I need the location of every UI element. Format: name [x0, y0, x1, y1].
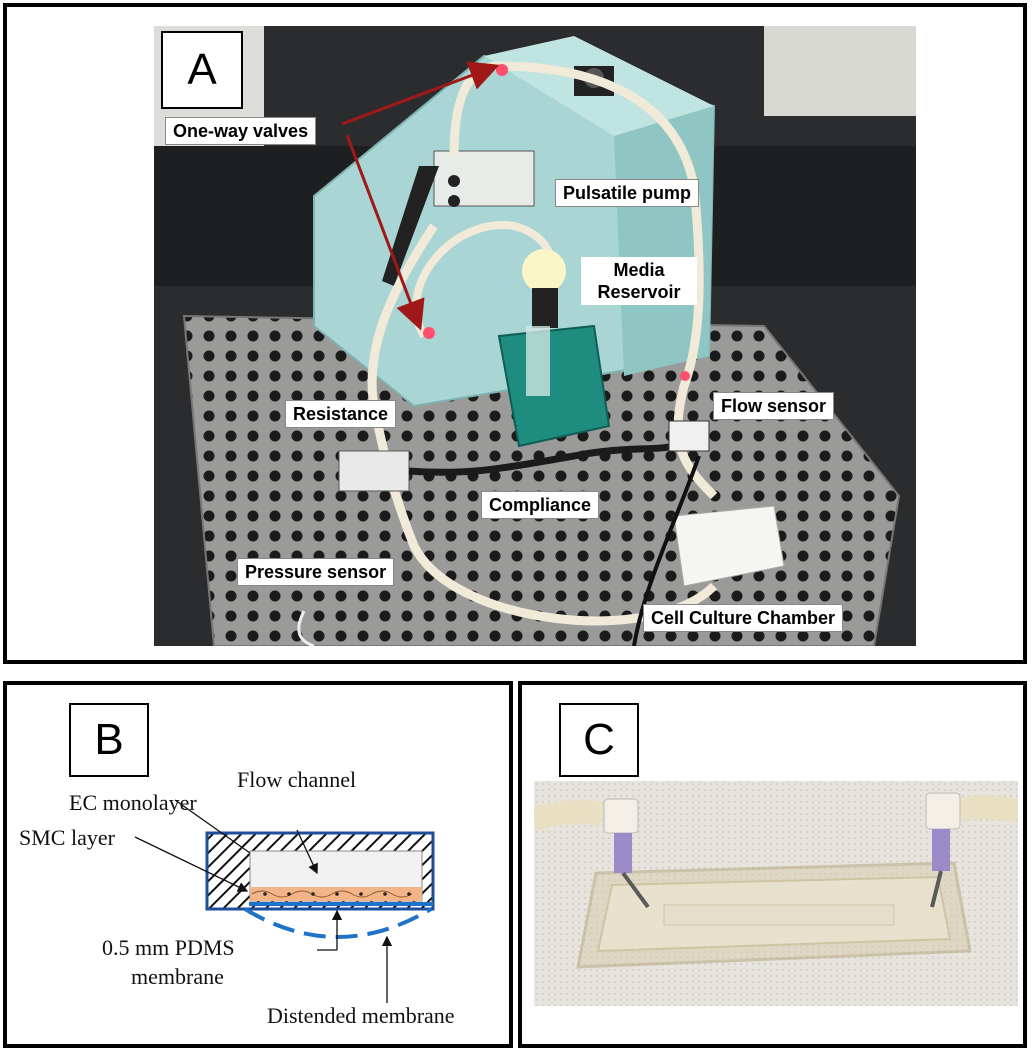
distended-membrane-curve: [243, 907, 433, 939]
label-pulsatile-pump: Pulsatile pump: [555, 179, 700, 207]
label-resistance: Resistance: [285, 400, 397, 428]
panel-b-letter: B: [69, 703, 149, 777]
panel-c: C: [518, 681, 1027, 1048]
panel-c-letter: C: [559, 703, 639, 777]
label-media-reservoir-line1: Media: [613, 260, 665, 280]
label-one-way-valves: One-way valves: [165, 117, 317, 145]
label-pdms-membrane-line1: 0.5 mm PDMS: [102, 935, 235, 960]
label-compliance: Compliance: [481, 491, 600, 519]
panel-b: B Fl: [3, 681, 513, 1048]
panel-a: A One-way valves Pulsatile pump Media Re…: [3, 3, 1027, 664]
label-media-reservoir-line2: Reservoir: [597, 282, 681, 302]
label-media-reservoir: Media Reservoir: [581, 257, 697, 305]
arrow-lower-valve: [345, 134, 425, 331]
label-distended-membrane: Distended membrane: [267, 1003, 455, 1028]
chamber-cross-section-diagram: [134, 799, 435, 1003]
cell-culture-chamber-photo: [534, 781, 1018, 1006]
arrow-upper-valve: [341, 61, 500, 126]
cell-nuclei: [263, 892, 411, 896]
label-flow-sensor: Flow sensor: [713, 392, 835, 420]
label-cell-culture-chamber: Cell Culture Chamber: [643, 604, 844, 632]
label-smc-layer: SMC layer: [19, 825, 115, 850]
valve-arrows: [341, 61, 500, 331]
label-pressure-sensor: Pressure sensor: [237, 558, 395, 586]
panel-a-letter: A: [161, 31, 243, 109]
label-pdms-membrane-line2: membrane: [131, 964, 224, 989]
label-ec-monolayer: EC monolayer: [69, 790, 197, 815]
label-flow-channel: Flow channel: [237, 767, 357, 792]
